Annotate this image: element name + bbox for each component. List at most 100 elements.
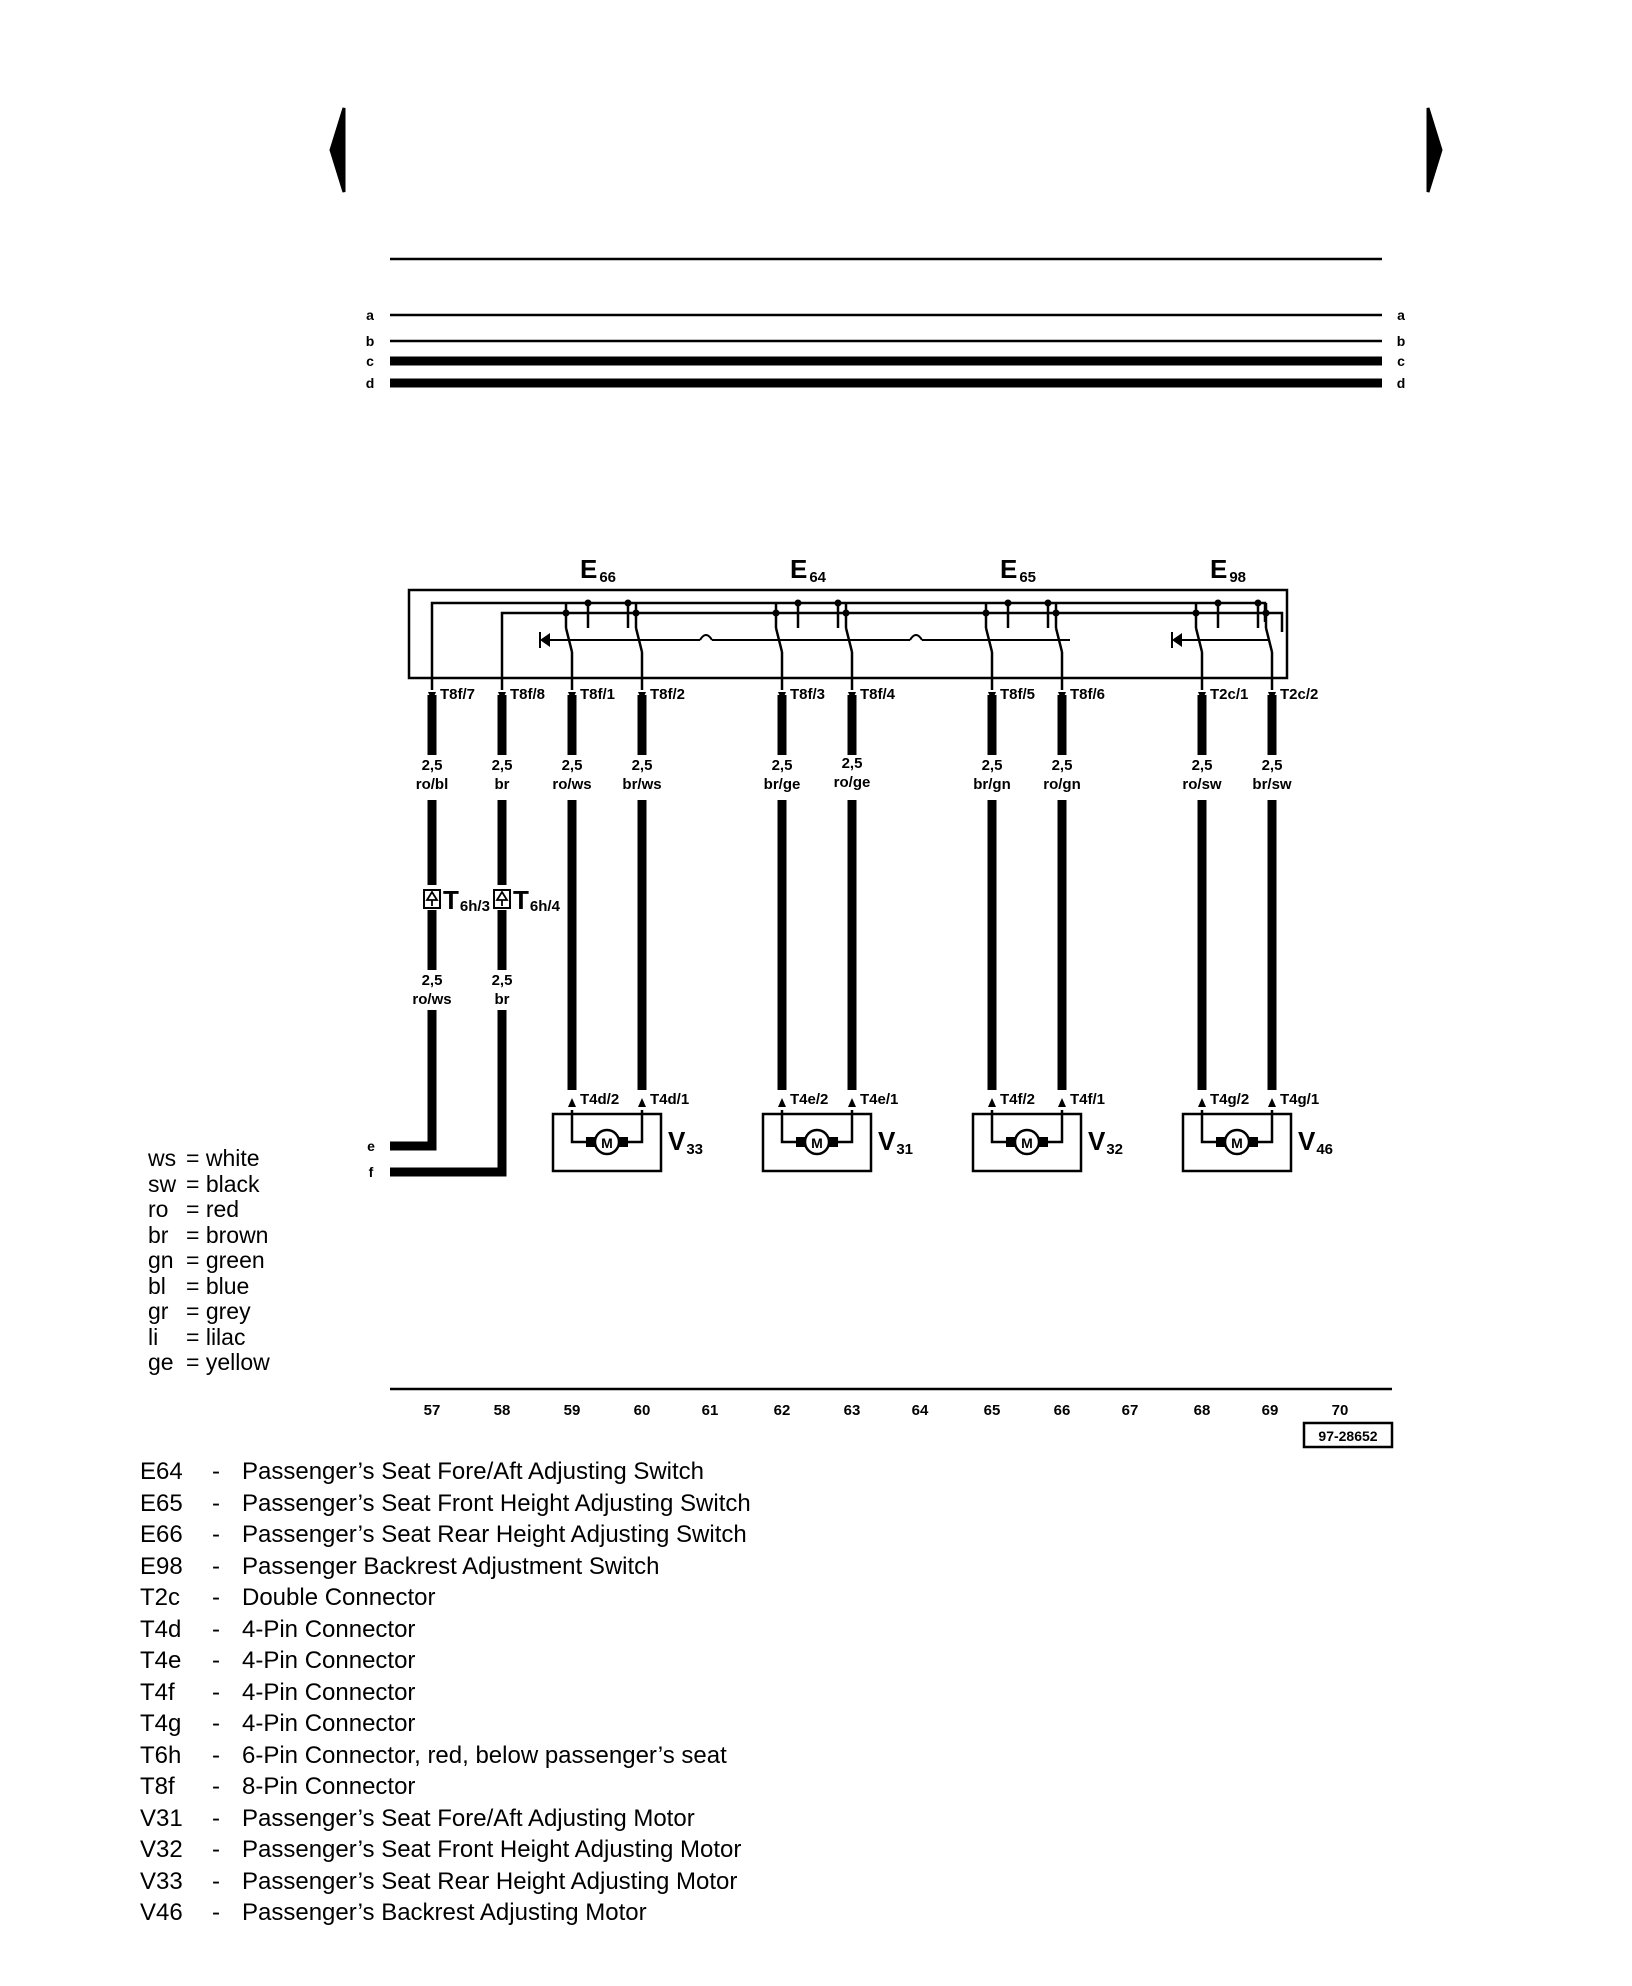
switch-contact-group bbox=[772, 599, 854, 690]
wire-size: 2,5 bbox=[562, 757, 583, 774]
legend-desc: Passenger’s Seat Fore/Aft Adjusting Moto… bbox=[242, 1804, 695, 1832]
terminal-label: T8f/7 bbox=[440, 686, 475, 703]
internal-bus-lower bbox=[500, 611, 1284, 690]
legend-code: T4f bbox=[140, 1678, 175, 1706]
wire-size: 2,5 bbox=[1052, 757, 1073, 774]
terminal-arrow-icon bbox=[638, 1098, 646, 1107]
terminal-arrow-icon bbox=[638, 692, 646, 701]
color-name: white bbox=[205, 1145, 260, 1171]
color-name: red bbox=[205, 1196, 240, 1222]
motor-v33: T4d/2 T4d/1 M V33 bbox=[551, 1091, 703, 1173]
wire-color: br/sw bbox=[1252, 776, 1292, 793]
legend-row: E65-Passenger’s Seat Front Height Adjust… bbox=[140, 1488, 751, 1520]
wire-size: 2,5 bbox=[422, 757, 443, 774]
color-name: yellow bbox=[205, 1349, 270, 1375]
legend-code: E98 bbox=[140, 1552, 183, 1580]
legend-dash: - bbox=[212, 1521, 220, 1548]
wire-color: ro/ws bbox=[412, 991, 451, 1008]
color-code: ge bbox=[148, 1349, 174, 1375]
rail-label-left: d bbox=[366, 375, 375, 391]
motor-symbol-icon bbox=[593, 1128, 621, 1156]
terminal-label: T8f/5 bbox=[1000, 686, 1035, 703]
legend-code: T8f bbox=[140, 1773, 175, 1800]
rail-label-right: b bbox=[1397, 333, 1406, 349]
terminal-arrow-icon bbox=[428, 692, 436, 701]
wire-size: 2,5 bbox=[492, 972, 513, 989]
color-key-row: sw= black bbox=[148, 1171, 270, 1198]
terminal-label: T8f/6 bbox=[1070, 686, 1105, 703]
wire-color: br bbox=[495, 776, 510, 793]
legend-desc: Passenger’s Seat Front Height Adjusting … bbox=[242, 1489, 751, 1517]
wire-color: br/ge bbox=[764, 776, 801, 793]
color-key-row: li= lilac bbox=[148, 1323, 270, 1351]
color-name: brown bbox=[205, 1221, 269, 1248]
legend-dash: - bbox=[212, 1836, 220, 1863]
rail-label-left: c bbox=[366, 353, 374, 369]
terminal-arrow-icon bbox=[778, 692, 786, 701]
previous-page-arrow-icon[interactable] bbox=[329, 107, 346, 193]
legend-code: T4g bbox=[140, 1710, 182, 1737]
wire-color: br/gn bbox=[973, 776, 1011, 793]
wire-size: 2,5 bbox=[492, 757, 513, 774]
column-number: 68 bbox=[1194, 1402, 1211, 1419]
wire-ro-ws-ground bbox=[390, 1010, 437, 1151]
color-name: grey bbox=[205, 1298, 251, 1324]
column-number: 60 bbox=[634, 1402, 651, 1419]
terminal-arrow-icon bbox=[988, 692, 996, 701]
terminal-arrow-icon bbox=[848, 692, 856, 701]
wire-color: ro/bl bbox=[416, 776, 449, 793]
motor-v32: T4f/2 T4f/1 M V32 bbox=[971, 1091, 1123, 1173]
motor-label: V31 bbox=[878, 1126, 913, 1158]
legend-row: V32-Passenger’s Seat Front Height Adjust… bbox=[140, 1834, 751, 1866]
legend-code: V33 bbox=[140, 1867, 183, 1895]
terminal-label: T8f/8 bbox=[510, 686, 545, 703]
motor-symbol-icon bbox=[803, 1128, 831, 1156]
legend-row: E98-Passenger Backrest Adjustment Switch bbox=[140, 1551, 751, 1583]
motor-symbol-icon bbox=[1013, 1128, 1041, 1156]
column-number: 63 bbox=[844, 1402, 861, 1419]
color-key-row: gr= grey bbox=[148, 1298, 270, 1325]
legend-code: V46 bbox=[140, 1899, 183, 1926]
terminal-arrows bbox=[428, 692, 1276, 1107]
legend-code: E66 bbox=[140, 1521, 183, 1548]
wire-color: br bbox=[495, 991, 510, 1008]
color-code: ws bbox=[148, 1145, 177, 1171]
terminal-label: T2c/1 bbox=[1210, 686, 1248, 703]
motor-terminal-label: T4g/1 bbox=[1280, 1091, 1319, 1108]
rail-label-left: a bbox=[366, 307, 374, 323]
legend-desc: Passenger’s Seat Rear Height Adjusting S… bbox=[242, 1521, 747, 1548]
legend-dash: - bbox=[212, 1552, 220, 1580]
legend-row: T4g-4-Pin Connector bbox=[140, 1708, 751, 1740]
legend-row: V46-Passenger’s Backrest Adjusting Motor bbox=[140, 1897, 751, 1929]
rail-label-left: b bbox=[366, 333, 375, 349]
legend-dash: - bbox=[212, 1647, 220, 1674]
legend-dash: - bbox=[212, 1741, 220, 1769]
legend-dash: - bbox=[212, 1773, 220, 1800]
terminal-arrow-icon bbox=[848, 1098, 856, 1107]
rail-label-right: d bbox=[1397, 375, 1406, 391]
color-key-row: bl= blue bbox=[148, 1272, 270, 1300]
color-eq: = bbox=[186, 1272, 200, 1299]
switch-housing bbox=[407, 588, 1289, 680]
color-eq: = bbox=[186, 1349, 200, 1375]
color-code: bl bbox=[148, 1272, 166, 1299]
legend-code: E65 bbox=[140, 1489, 183, 1517]
next-page-arrow-icon[interactable] bbox=[1426, 107, 1443, 193]
color-key-row: br= brown bbox=[148, 1221, 270, 1249]
switch-contacts bbox=[562, 599, 1274, 690]
motor-terminal-label: T4d/1 bbox=[650, 1091, 689, 1108]
wire-size: 2,5 bbox=[422, 972, 443, 989]
color-code: li bbox=[148, 1323, 159, 1350]
color-key-row: ws = white bbox=[148, 1145, 270, 1172]
wire-size: 2,5 bbox=[842, 755, 863, 772]
legend-desc: Passenger’s Seat Rear Height Adjusting M… bbox=[242, 1867, 738, 1895]
mechanical-linkage bbox=[539, 632, 1270, 648]
wire-size-labels: 2,5 ro/bl 2,5 br 2,5 ro/ws 2,5 br/ws 2,5… bbox=[412, 755, 1292, 1008]
rail-label-right: c bbox=[1397, 353, 1405, 369]
color-eq: = bbox=[186, 1145, 200, 1171]
wire-color-key: ws= white sw= black ro= red br= brown gn… bbox=[148, 1145, 270, 1376]
terminal-label: T8f/3 bbox=[790, 686, 825, 703]
column-number: 70 bbox=[1332, 1402, 1349, 1419]
